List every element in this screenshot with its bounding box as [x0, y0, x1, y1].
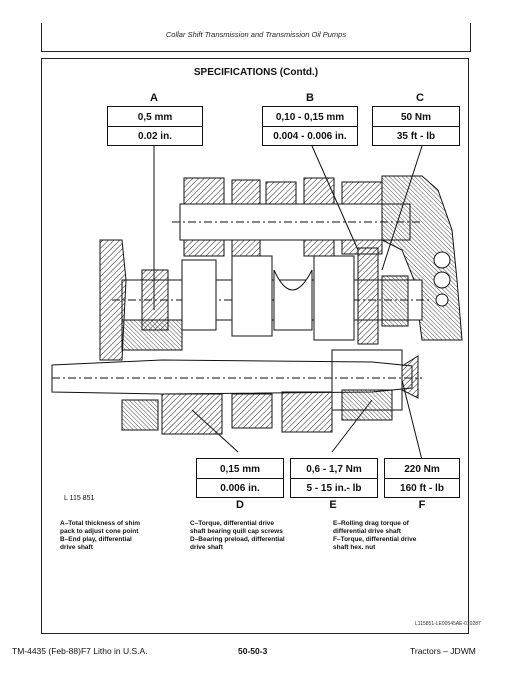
- legend-line: E–Rolling drag torque of: [333, 520, 409, 527]
- callout-f-metric: 220 Nm: [404, 464, 440, 475]
- callout-letter-d: D: [236, 499, 244, 511]
- specifications-title: SPECIFICATIONS (Contd.): [193, 67, 319, 78]
- callout-e-imperial: 5 - 15 in.- lb: [306, 483, 362, 494]
- callout-d-imperial: 0.006 in.: [220, 483, 260, 494]
- legend-line: differential drive shaft: [333, 528, 401, 535]
- legend-line: D–Bearing preload, differential: [190, 536, 285, 543]
- figure-reference: L 115 851: [64, 495, 95, 502]
- footer-publication: TM-4435 (Feb-88)F7 Litho in U.S.A.: [12, 646, 148, 656]
- callout-f-imperial: 160 ft - lb: [400, 483, 444, 494]
- callout-a-imperial: 0.02 in.: [138, 131, 172, 142]
- callout-a-metric: 0,5 mm: [137, 112, 173, 123]
- legend-line: B–End play, differential: [60, 536, 132, 543]
- legend-line: drive shaft: [190, 544, 223, 551]
- callout-box-f: 220 Nm 160 ft - lb: [384, 458, 460, 498]
- callout-c-metric: 50 Nm: [400, 112, 431, 123]
- callout-letter-e: E: [329, 499, 337, 511]
- transmission-cross-section-diagram: [51, 145, 463, 461]
- page-header-title: Collar Shift Transmission and Transmissi…: [165, 30, 347, 39]
- legend-line: shaft bearing quill cap screws: [190, 528, 283, 535]
- callout-a-divider: [108, 126, 202, 127]
- callout-f-divider: [385, 478, 459, 479]
- callout-b-imperial: 0.004 - 0.006 in.: [273, 131, 347, 142]
- legend-line: A–Total thickness of shim: [60, 520, 141, 527]
- legend-line: pack to adjust cone point: [60, 528, 139, 535]
- callout-b-metric: 0,10 - 0,15 mm: [275, 112, 345, 123]
- footer-page-number: 50-50-3: [238, 646, 268, 656]
- callout-box-e: 0,6 - 1,7 Nm 5 - 15 in.- lb: [290, 458, 378, 498]
- header-frame: [41, 23, 471, 52]
- callout-d-metric: 0,15 mm: [219, 464, 261, 475]
- callout-box-d: 0,15 mm 0.006 in.: [196, 458, 284, 498]
- callout-letter-c: C: [416, 92, 424, 104]
- callout-letter-f: F: [418, 499, 426, 511]
- legend-column-2: C–Torque, differential drive shaft beari…: [190, 520, 285, 552]
- footer-manual-name: Tractors – JDWM: [410, 646, 476, 656]
- legend-line: drive shaft: [60, 544, 93, 551]
- callout-letter-a: A: [150, 92, 158, 104]
- legend-line: F–Torque, differential drive: [333, 536, 417, 543]
- content-frame: [41, 58, 469, 634]
- callout-c-divider: [373, 126, 459, 127]
- legend-column-3: E–Rolling drag torque of differential dr…: [333, 520, 416, 552]
- image-code: L115851-LE00545AE-010287: [415, 621, 481, 627]
- legend-column-1: A–Total thickness of shim pack to adjust…: [60, 520, 140, 552]
- legend-line: shaft hex. nut: [333, 544, 376, 551]
- callout-c-imperial: 35 ft - lb: [396, 131, 436, 142]
- callout-e-divider: [291, 478, 377, 479]
- callout-b-divider: [263, 126, 357, 127]
- callout-box-c: 50 Nm 35 ft - lb: [372, 106, 460, 146]
- callout-letter-b: B: [306, 92, 314, 104]
- callout-box-a: 0,5 mm 0.02 in.: [107, 106, 203, 146]
- callout-e-metric: 0,6 - 1,7 Nm: [306, 464, 362, 475]
- legend-line: C–Torque, differential drive: [190, 520, 275, 527]
- callout-box-b: 0,10 - 0,15 mm 0.004 - 0.006 in.: [262, 106, 358, 146]
- callout-d-divider: [197, 478, 283, 479]
